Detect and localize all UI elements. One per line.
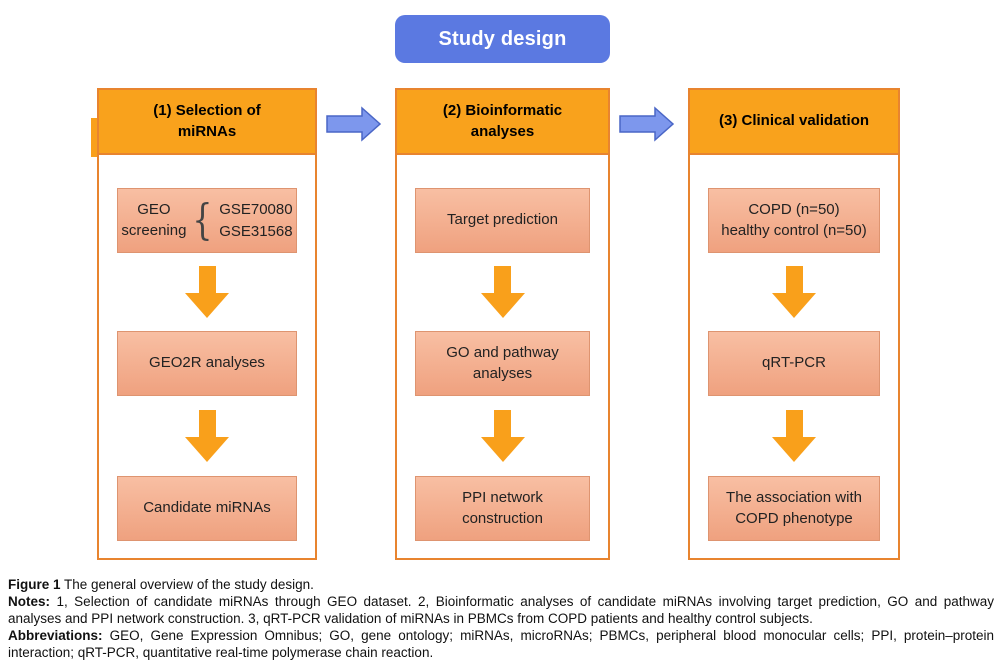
flow-gap <box>772 253 816 331</box>
column-selection-body: GEO screening { GSE70080 GSE31568 GEO2R … <box>99 155 315 558</box>
qrt-pcr-box: qRT-PCR <box>708 331 880 396</box>
copd-cohort-box: COPD (n=50) healthy control (n=50) <box>708 188 880 253</box>
target-prediction-box: Target prediction <box>415 188 590 253</box>
right-arrow-icon <box>619 106 675 142</box>
go-pathway-analyses-box: GO and pathway analyses <box>415 331 590 396</box>
column-clinical-validation: (3) Clinical validation COPD (n=50) heal… <box>688 88 900 560</box>
figure-title-line: Figure 1 The general overview of the stu… <box>8 576 994 593</box>
geo2r-analyses-box: GEO2R analyses <box>117 331 297 396</box>
down-arrow-icon <box>480 266 525 318</box>
figure-label: Figure 1 <box>8 577 61 592</box>
down-arrow-icon <box>772 266 816 318</box>
abbreviations-text: GEO, Gene Expression Omnibus; GO, gene o… <box>8 628 994 660</box>
notes-text: 1, Selection of candidate miRNAs through… <box>8 594 994 626</box>
column-clinical-header-label: (3) Clinical validation <box>718 112 870 130</box>
candidate-mirnas-box: Candidate miRNAs <box>117 476 297 541</box>
flow-gap <box>480 396 525 476</box>
down-arrow-icon <box>772 410 816 462</box>
column-bioinformatic-header-label: (2) Bioinformatic analyses <box>442 102 563 140</box>
column-clinical-body: COPD (n=50) healthy control (n=50) qRT-P… <box>690 155 898 558</box>
flow-gap <box>185 253 229 331</box>
figure-text: The general overview of the study design… <box>64 577 314 592</box>
gse-dataset-70080: GSE70080 <box>219 200 293 218</box>
column-selection-of-mirnas: (1) Selection of miRNAs GEO screening { … <box>97 88 317 560</box>
geo-screening-box: GEO screening { GSE70080 GSE31568 <box>117 188 297 253</box>
notes-label: Notes: <box>8 594 51 609</box>
ppi-network-construction-box: PPI network construction <box>415 476 590 541</box>
figure-caption: Figure 1 The general overview of the stu… <box>8 576 994 661</box>
geo-screening-label: GEO screening <box>121 201 187 239</box>
column-selection-header: (1) Selection of miRNAs <box>99 90 315 155</box>
column-bioinformatic-header: (2) Bioinformatic analyses <box>397 90 608 155</box>
column-clinical-header: (3) Clinical validation <box>690 90 898 155</box>
column-bioinformatic-body: Target prediction GO and pathway analyse… <box>397 155 608 558</box>
right-arrow-icon <box>326 106 382 142</box>
flow-gap <box>772 396 816 476</box>
flow-gap <box>480 253 525 331</box>
column-selection-header-label: (1) Selection of miRNAs <box>153 102 261 140</box>
notes-line: Notes: 1, Selection of candidate miRNAs … <box>8 593 994 627</box>
column1-notch <box>91 118 101 157</box>
gse-dataset-31568: GSE31568 <box>219 222 293 240</box>
association-copd-phenotype-box: The association with COPD phenotype <box>708 476 880 541</box>
curly-brace-glyph: { <box>192 194 213 244</box>
abbreviations-line: Abbreviations: GEO, Gene Expression Omni… <box>8 627 994 661</box>
study-design-title: Study design <box>395 15 610 63</box>
down-arrow-icon <box>185 410 229 462</box>
abbreviations-label: Abbreviations: <box>8 628 103 643</box>
gse-dataset-list: GSE70080 GSE31568 <box>219 199 292 243</box>
down-arrow-icon <box>480 410 525 462</box>
down-arrow-icon <box>185 266 229 318</box>
study-design-label: Study design <box>438 27 567 50</box>
flow-gap <box>185 396 229 476</box>
column-bioinformatic-analyses: (2) Bioinformatic analyses Target predic… <box>395 88 610 560</box>
